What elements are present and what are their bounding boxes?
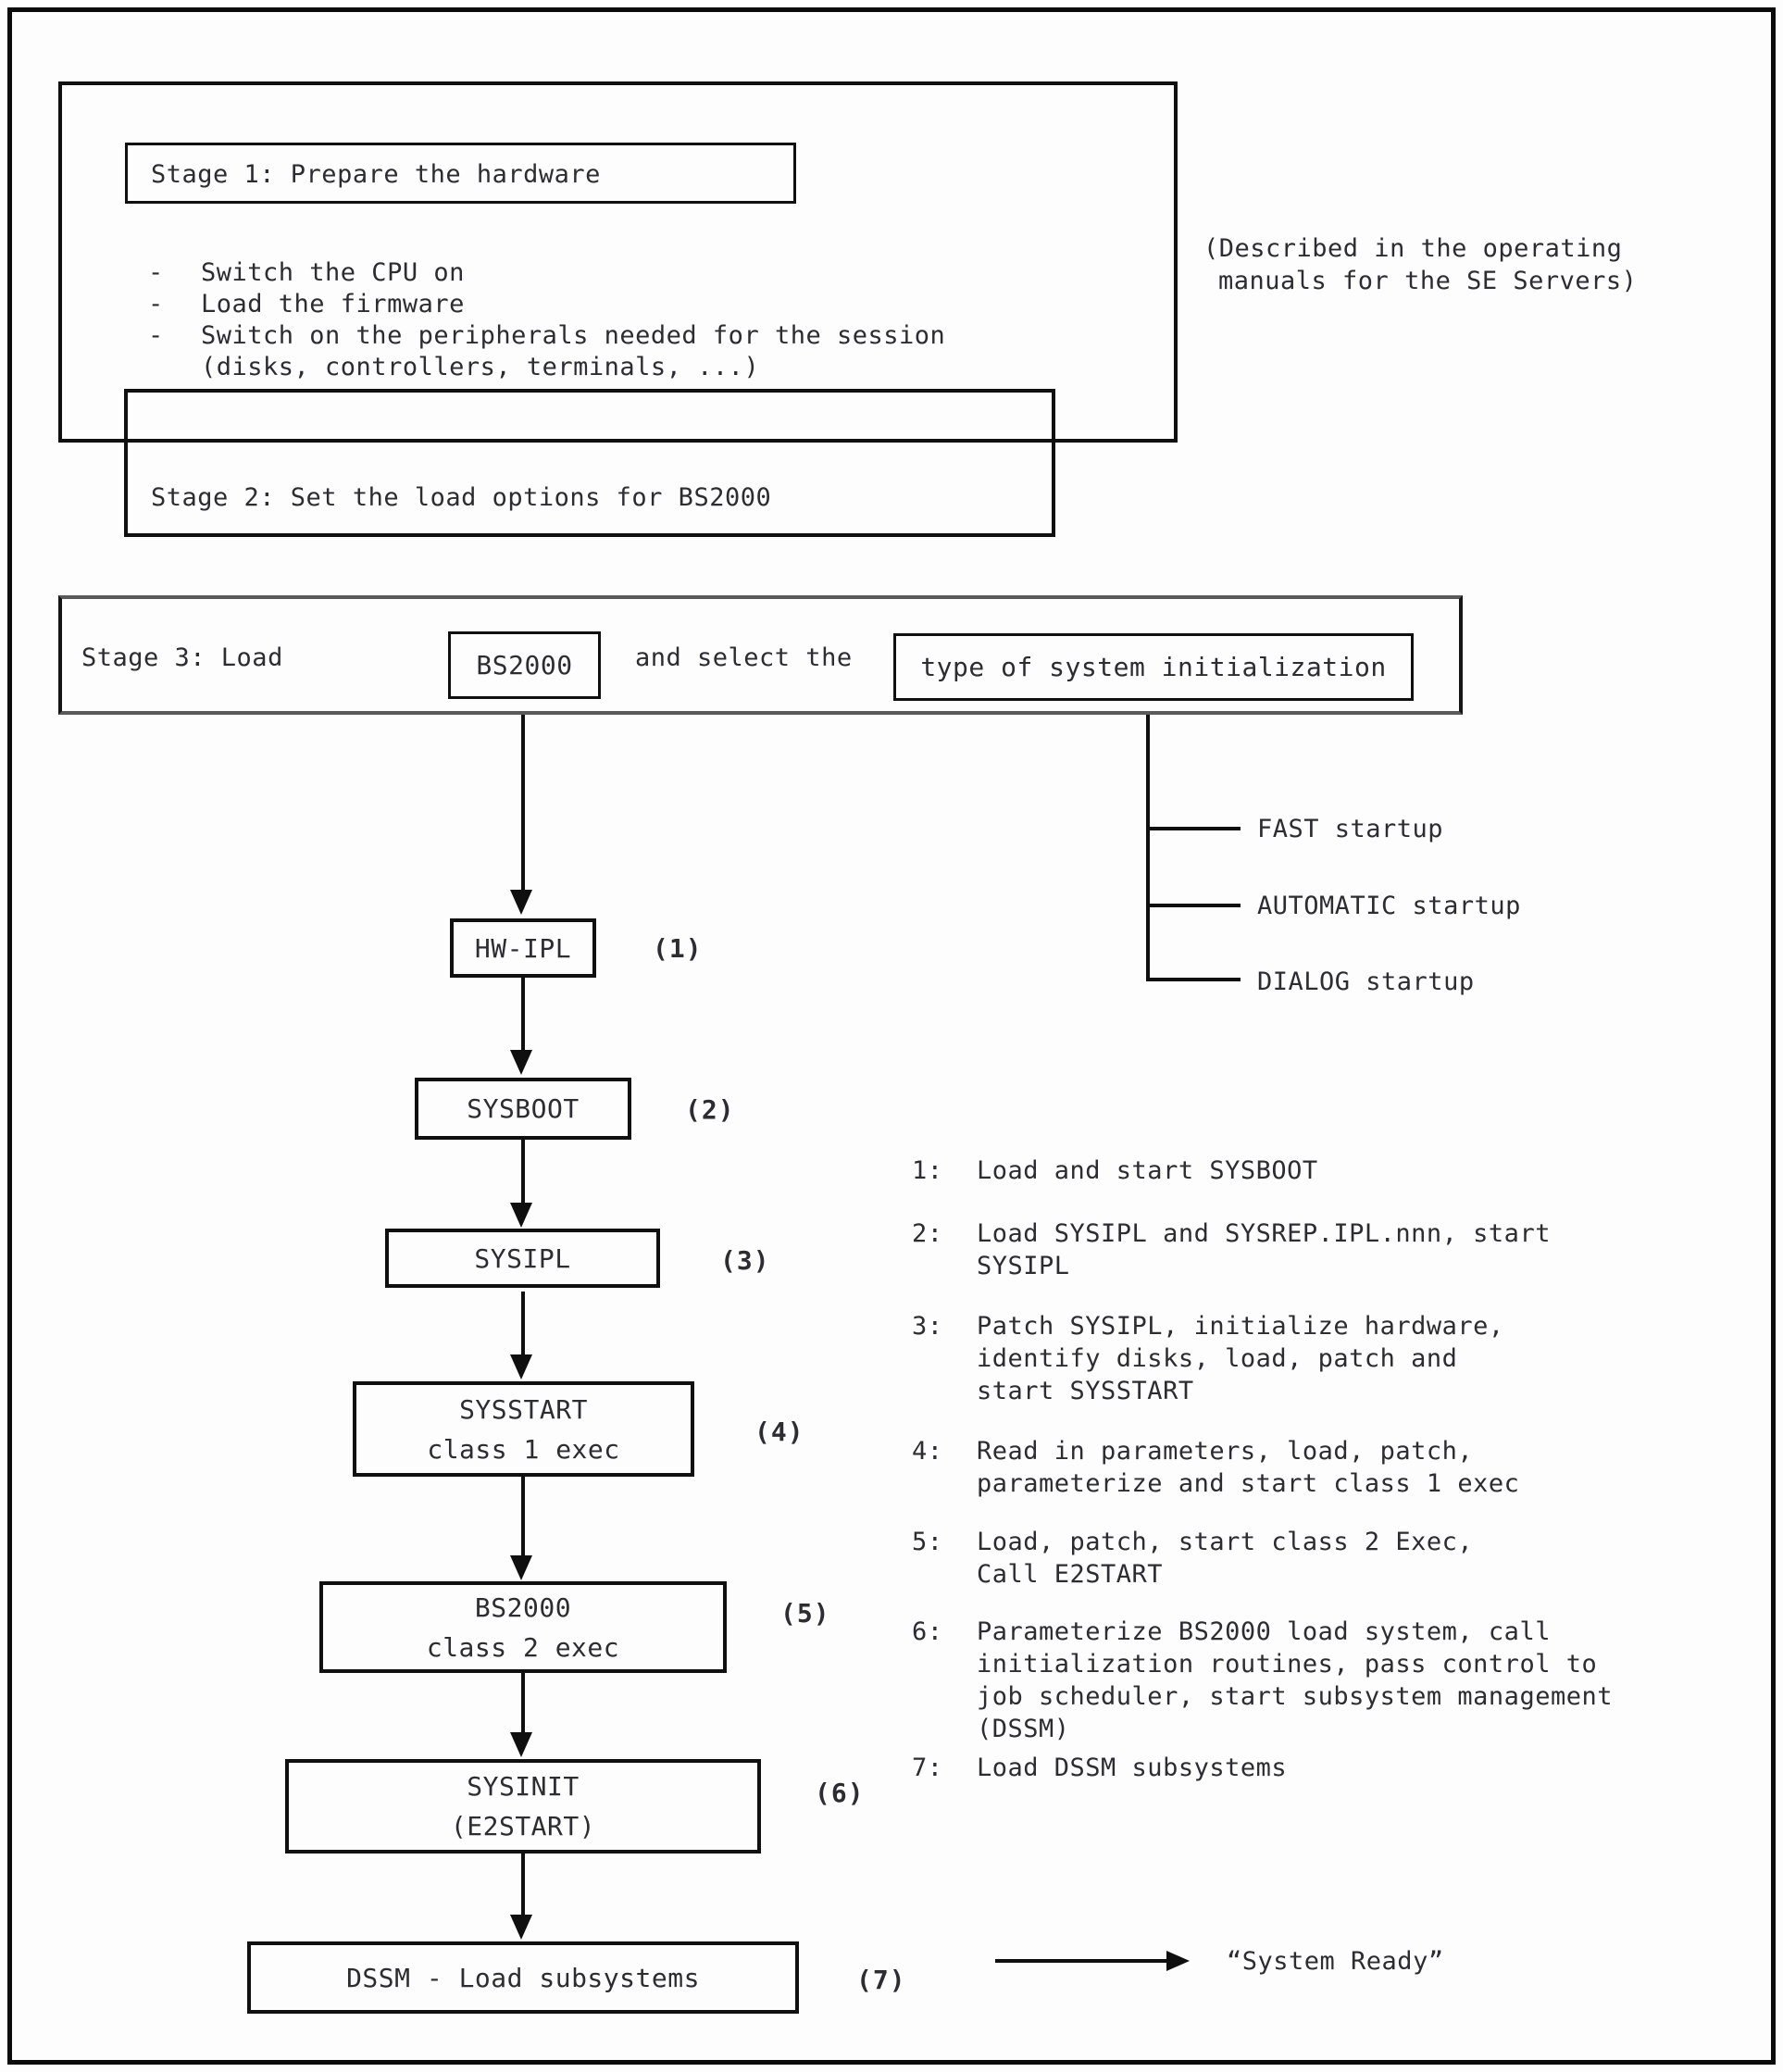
flow-box-bs2000: BS2000 class 2 exec xyxy=(319,1581,727,1673)
arrow-line-bs2000-to-sysinit xyxy=(521,1673,525,1737)
note-1-num: 1: xyxy=(912,1156,943,1185)
arrowhead-hwipl xyxy=(510,890,532,915)
step-number-7: (7) xyxy=(856,1965,906,1995)
note-3-line-1: Patch SYSIPL, initialize hardware, xyxy=(977,1312,1504,1341)
page-border-frame xyxy=(7,7,1776,2065)
note-3-line-2: identify disks, load, patch and xyxy=(977,1344,1458,1373)
arrow-line-hwipl-to-sysboot xyxy=(521,978,525,1054)
system-ready-arrow-line xyxy=(995,1959,1166,1963)
arrow-line-stage3-to-hwipl xyxy=(521,715,525,894)
flow-box-sysstart-sublabel: class 1 exec xyxy=(427,1433,620,1465)
note-6-line-4: (DSSM) xyxy=(977,1715,1070,1743)
note-2-line-2: SYSIPL xyxy=(977,1252,1070,1280)
stage1-container-box xyxy=(58,81,1178,443)
arrowhead-bs2000 xyxy=(510,1555,532,1580)
system-ready-arrowhead xyxy=(1166,1951,1190,1971)
step-number-3: (3) xyxy=(720,1245,770,1276)
stage3-connector: and select the xyxy=(635,643,853,672)
flow-box-hw-ipl-label: HW-IPL xyxy=(474,932,572,964)
options-branch-line-fast xyxy=(1148,827,1241,830)
flow-box-sysboot-label: SYSBOOT xyxy=(467,1093,580,1124)
arrow-line-sysinit-to-dssm xyxy=(521,1854,525,1919)
flow-box-sysinit-sublabel: (E2START) xyxy=(450,1811,596,1841)
bullet-dash-2: - xyxy=(148,290,164,318)
flow-box-sysipl: SYSIPL xyxy=(385,1229,660,1288)
stage1-title-box xyxy=(125,143,796,204)
arrowhead-sysinit xyxy=(510,1732,532,1757)
option-automatic-startup: AUTOMATIC startup xyxy=(1257,892,1521,920)
note-3-line-3: start SYSSTART xyxy=(977,1377,1194,1405)
flow-box-hw-ipl: HW-IPL xyxy=(450,918,596,978)
option-fast-startup: FAST startup xyxy=(1257,815,1444,843)
step-number-1: (1) xyxy=(653,933,703,964)
flow-box-dssm-label: DSSM - Load subsystems xyxy=(346,1962,700,1993)
bullet-dash-3: - xyxy=(148,321,164,350)
note-7-line-1: Load DSSM subsystems xyxy=(977,1754,1288,1782)
bullet-dash-1: - xyxy=(148,258,164,287)
arrowhead-sysboot xyxy=(510,1050,532,1075)
option-dialog-startup: DIALOG startup xyxy=(1257,967,1475,996)
note-6-line-2: initialization routines, pass control to xyxy=(977,1650,1598,1679)
note-4-num: 4: xyxy=(912,1437,943,1466)
stage1-bullet-3: Switch on the peripherals needed for the… xyxy=(201,321,946,350)
stage3-bs2000-label: BS2000 xyxy=(476,650,573,680)
side-note-line-1: (Described in the operating xyxy=(1203,234,1623,263)
stage3-init-type-box: type of system initialization xyxy=(893,633,1414,701)
flow-box-bs2000-label: BS2000 xyxy=(474,1591,572,1623)
flow-box-sysinit-label: SYSINIT xyxy=(467,1771,580,1802)
system-ready-label: “System Ready” xyxy=(1227,1947,1444,1976)
step-number-4: (4) xyxy=(754,1417,804,1447)
arrowhead-dssm xyxy=(510,1915,532,1940)
note-5-line-2: Call E2START xyxy=(977,1560,1164,1589)
options-branch-line-dialog xyxy=(1148,978,1241,981)
stage1-bullet-continuation: (disks, controllers, terminals, ...) xyxy=(201,353,760,381)
stage1-title: Stage 1: Prepare the hardware xyxy=(151,160,601,189)
note-4-line-1: Read in parameters, load, patch, xyxy=(977,1437,1474,1466)
note-4-line-2: parameterize and start class 1 exec xyxy=(977,1469,1520,1498)
step-number-2: (2) xyxy=(685,1094,735,1125)
stage3-bs2000-box: BS2000 xyxy=(448,631,601,699)
stage3-box xyxy=(58,595,1463,715)
options-branch-vline xyxy=(1146,715,1150,981)
note-5-num: 5: xyxy=(912,1528,943,1556)
flow-box-sysipl-label: SYSIPL xyxy=(474,1242,571,1274)
flow-box-sysstart-label: SYSSTART xyxy=(459,1393,588,1425)
arrow-line-sysipl-to-sysstart xyxy=(521,1292,525,1359)
note-2-num: 2: xyxy=(912,1219,943,1248)
flow-box-sysinit: SYSINIT (E2START) xyxy=(285,1759,761,1854)
options-branch-line-automatic xyxy=(1148,904,1241,907)
note-2-line-1: Load SYSIPL and SYSREP.IPL.nnn, start xyxy=(977,1219,1551,1248)
stage2-title: Stage 2: Set the load options for BS2000 xyxy=(151,483,772,512)
arrow-line-sysboot-to-sysipl xyxy=(521,1140,525,1206)
note-7-num: 7: xyxy=(912,1754,943,1782)
step-number-5: (5) xyxy=(780,1598,830,1629)
note-6-line-3: job scheduler, start subsystem managemen… xyxy=(977,1682,1613,1711)
stage1-bullet-2: Load the firmware xyxy=(201,290,465,318)
arrow-line-sysstart-to-bs2000 xyxy=(521,1477,525,1559)
note-3-num: 3: xyxy=(912,1312,943,1341)
note-1-line-1: Load and start SYSBOOT xyxy=(977,1156,1318,1185)
note-5-line-1: Load, patch, start class 2 Exec, xyxy=(977,1528,1474,1556)
note-6-num: 6: xyxy=(912,1617,943,1646)
side-note-line-2: manuals for the SE Servers) xyxy=(1218,267,1638,295)
note-6-line-1: Parameterize BS2000 load system, call xyxy=(977,1617,1551,1646)
stage3-init-type-label: type of system initialization xyxy=(920,652,1387,682)
stage1-bullet-1: Switch the CPU on xyxy=(201,258,465,287)
stage2-box xyxy=(124,389,1055,537)
arrowhead-sysipl xyxy=(510,1203,532,1228)
arrowhead-sysstart xyxy=(510,1354,532,1379)
flow-box-sysboot: SYSBOOT xyxy=(415,1078,631,1140)
step-number-6: (6) xyxy=(815,1778,865,1808)
flow-box-sysstart: SYSSTART class 1 exec xyxy=(353,1381,694,1477)
flow-box-dssm: DSSM - Load subsystems xyxy=(247,1941,799,2014)
flow-box-bs2000-sublabel: class 2 exec xyxy=(426,1631,620,1663)
stage3-prefix: Stage 3: Load xyxy=(81,643,283,672)
